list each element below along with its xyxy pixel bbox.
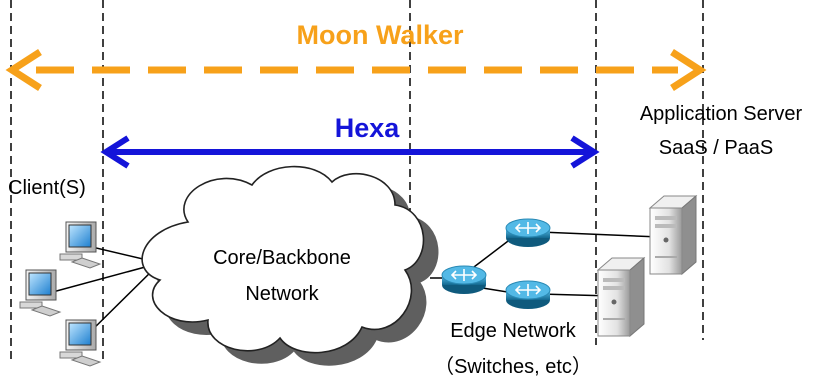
hexa-arrow [100,135,600,169]
edge-network-label-line1: Edge Network [450,320,576,342]
server-icon [596,256,646,338]
core-network-label-line1: Core/Backbone [213,247,351,269]
switch-icon [441,265,487,294]
boundary-lines [10,0,704,360]
hexa-label: Hexa [334,113,400,143]
client-label: Client(S) [8,177,86,199]
client-pc-icon [19,269,62,317]
edge-network-label-line2: （Switches, etc） [434,356,592,378]
moon-walker-label: Moon Walker [296,20,464,50]
application-server-label-line2: SaaS / PaaS [658,137,774,159]
core-network-cloud [141,165,439,366]
client-pc-icon [59,221,102,269]
switch-icon [505,218,551,247]
client-pc-icon [59,319,102,367]
switch-icon [505,280,551,309]
core-network-label-line2: Network [245,283,319,305]
moon-walker-arrow [5,49,707,91]
server-icon [648,194,698,276]
application-server-label-line1: Application Server [639,103,803,125]
